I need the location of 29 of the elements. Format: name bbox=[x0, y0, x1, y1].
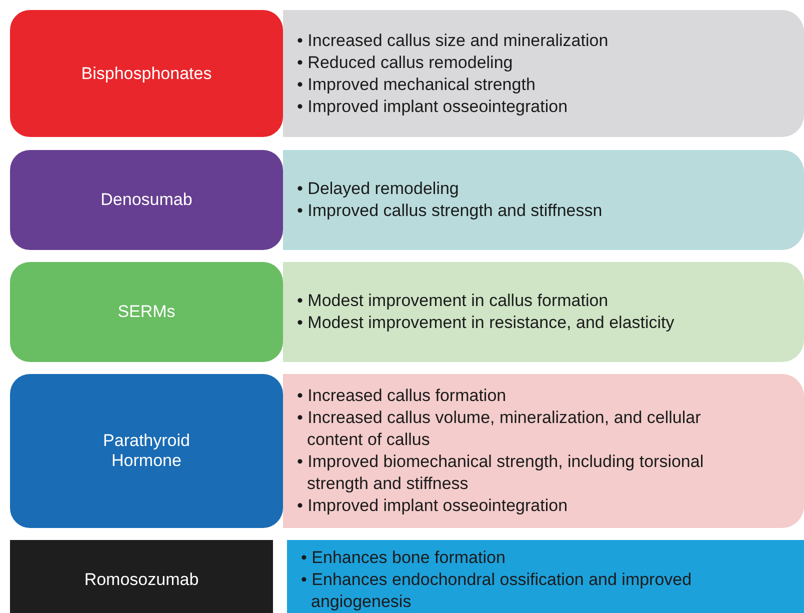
effects-panel bbox=[283, 374, 804, 528]
drug-class-box bbox=[10, 540, 273, 613]
drug-class-name: Parathyroid Hormone bbox=[102, 431, 191, 471]
drug-class-box bbox=[10, 150, 283, 250]
drug-class-name: Bisphosphonates bbox=[81, 64, 212, 84]
effect-bullet-item: • Increased callus formation bbox=[297, 385, 508, 407]
drug-class-box bbox=[10, 10, 283, 137]
effect-bullet-item: • Modest improvement in callus formation bbox=[297, 290, 610, 312]
effects-panel bbox=[283, 262, 804, 362]
drug-class-name: Romosozumab bbox=[84, 570, 199, 590]
effect-bullet-item: • Reduced callus remodeling bbox=[297, 52, 514, 74]
effect-bullet-item: • Improved mechanical strength bbox=[297, 74, 536, 96]
drug-class-box bbox=[10, 262, 283, 362]
drug-class-name: SERMs bbox=[118, 302, 176, 322]
effects-panel bbox=[283, 150, 804, 250]
effect-bullet-item: • Increased callus size and mineralization bbox=[297, 30, 608, 52]
effect-bullet-item: • Improved implant osseointegration bbox=[297, 495, 569, 517]
effect-bullet-item: • Enhances endochondral ossification and improved angiogenesis bbox=[301, 569, 693, 613]
effect-bullet-item: • Delayed remodeling bbox=[297, 178, 460, 200]
drug-class-box bbox=[10, 374, 283, 528]
effect-bullet-item: • Improved biomechanical strength, including torsional strength and stiffness bbox=[297, 451, 705, 495]
effect-bullet-item: • Modest improvement in resistance, and elasticity bbox=[297, 312, 674, 334]
effect-bullet-item: • Improved callus strength and stiffnessn bbox=[297, 200, 602, 222]
effects-panel bbox=[287, 540, 804, 613]
effects-panel bbox=[283, 10, 804, 137]
effect-bullet-item: • Increased callus volume, mineralization, and cellular content of callus bbox=[297, 407, 702, 451]
effect-bullet-item: • Enhances bone formation bbox=[301, 547, 506, 569]
drug-class-name: Denosumab bbox=[100, 190, 192, 210]
effect-bullet-item: • Improved implant osseointegration bbox=[297, 96, 569, 118]
